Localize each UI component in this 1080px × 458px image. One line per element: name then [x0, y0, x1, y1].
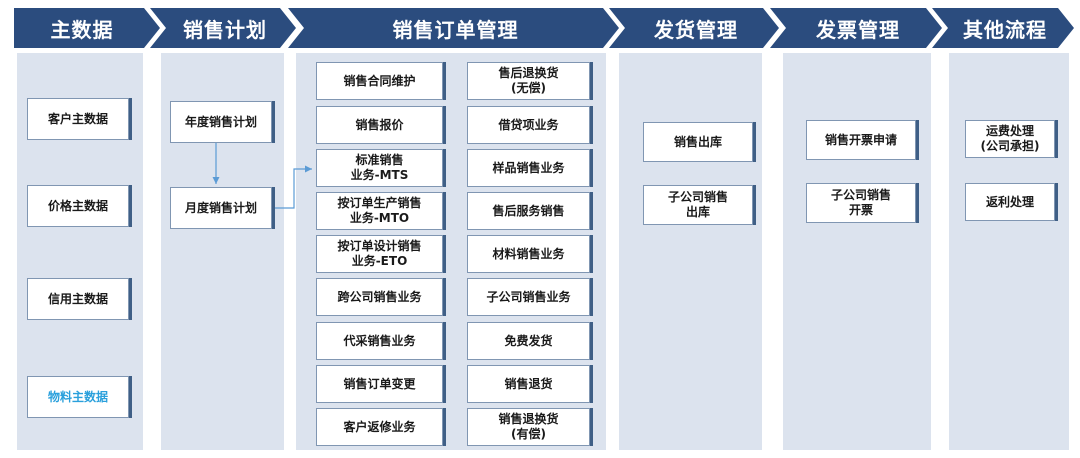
stage-order-label: 销售订单管理: [392, 17, 519, 42]
box-order-right-3[interactable]: 样品销售业务: [467, 149, 590, 187]
box-sales-delivery[interactable]: 销售出库: [643, 122, 753, 162]
stage-plan: 销售计划: [150, 8, 296, 48]
box-credit-master[interactable]: 信用主数据: [27, 278, 129, 320]
box-order-right-5[interactable]: 材料销售业务: [467, 235, 590, 273]
stage-ship: 发货管理: [609, 8, 779, 48]
box-material-master[interactable]: 物料主数据: [27, 376, 129, 418]
box-freight[interactable]: 运费处理 (公司承担): [965, 120, 1055, 158]
box-order-left-8[interactable]: 销售订单变更: [316, 365, 443, 403]
column-ship: [619, 53, 762, 450]
box-order-right-7[interactable]: 免费发货: [467, 322, 590, 360]
box-order-left-4[interactable]: 按订单生产销售 业务-MTO: [316, 192, 443, 230]
box-order-left-7[interactable]: 代采销售业务: [316, 322, 443, 360]
stage-invoice-label: 发票管理: [816, 17, 900, 42]
stage-other-label: 其他流程: [963, 17, 1047, 42]
box-order-right-9[interactable]: 销售退换货 (有偿): [467, 408, 590, 446]
column-invoice: [783, 53, 931, 450]
box-order-left-3[interactable]: 标准销售 业务-MTS: [316, 149, 443, 187]
box-rebate[interactable]: 返利处理: [965, 183, 1055, 221]
box-order-right-4[interactable]: 售后服务销售: [467, 192, 590, 230]
box-order-left-9[interactable]: 客户返修业务: [316, 408, 443, 446]
box-order-left-2[interactable]: 销售报价: [316, 106, 443, 144]
box-subsidiary-invoice[interactable]: 子公司销售 开票: [806, 183, 916, 223]
box-order-right-8[interactable]: 销售退货: [467, 365, 590, 403]
box-order-right-1[interactable]: 售后退换货 (无偿): [467, 62, 590, 100]
box-order-right-6[interactable]: 子公司销售业务: [467, 278, 590, 316]
stage-master: 主数据: [14, 8, 160, 48]
box-order-left-5[interactable]: 按订单设计销售 业务-ETO: [316, 235, 443, 273]
box-subsidiary-delivery[interactable]: 子公司销售 出库: [643, 185, 753, 225]
box-annual-plan[interactable]: 年度销售计划: [170, 101, 272, 143]
stage-plan-label: 销售计划: [183, 17, 267, 42]
box-customer-master[interactable]: 客户主数据: [27, 98, 129, 140]
box-order-right-2[interactable]: 借贷项业务: [467, 106, 590, 144]
stage-ship-label: 发货管理: [654, 17, 738, 42]
stage-invoice: 发票管理: [770, 8, 942, 48]
column-other: [949, 53, 1069, 450]
stage-master-label: 主数据: [50, 17, 114, 42]
box-price-master[interactable]: 价格主数据: [27, 185, 129, 227]
box-invoice-request[interactable]: 销售开票申请: [806, 120, 916, 160]
box-order-left-6[interactable]: 跨公司销售业务: [316, 278, 443, 316]
box-monthly-plan[interactable]: 月度销售计划: [170, 187, 272, 229]
stage-order: 销售订单管理: [288, 8, 619, 48]
stage-other: 其他流程: [932, 8, 1074, 48]
box-order-left-1[interactable]: 销售合同维护: [316, 62, 443, 100]
